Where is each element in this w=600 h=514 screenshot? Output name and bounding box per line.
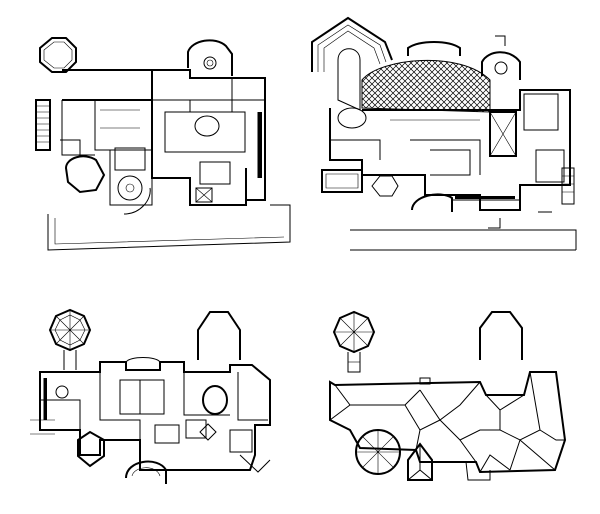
floor-plan-bottom-left (30, 308, 271, 484)
spiral-stair (117, 175, 143, 201)
round-room (202, 385, 228, 415)
vaulted-roof-room (361, 59, 491, 113)
floor-plan-top-right (311, 16, 577, 251)
left-stairs (35, 99, 51, 151)
octagon-gazebo (48, 308, 92, 370)
conical-roof (355, 429, 401, 475)
roof-plan-bottom-right (329, 310, 567, 481)
oval-room (337, 107, 367, 129)
octagon-tower-left (39, 37, 77, 73)
stair-block (489, 111, 517, 157)
floor-plan-top-left (35, 37, 291, 251)
